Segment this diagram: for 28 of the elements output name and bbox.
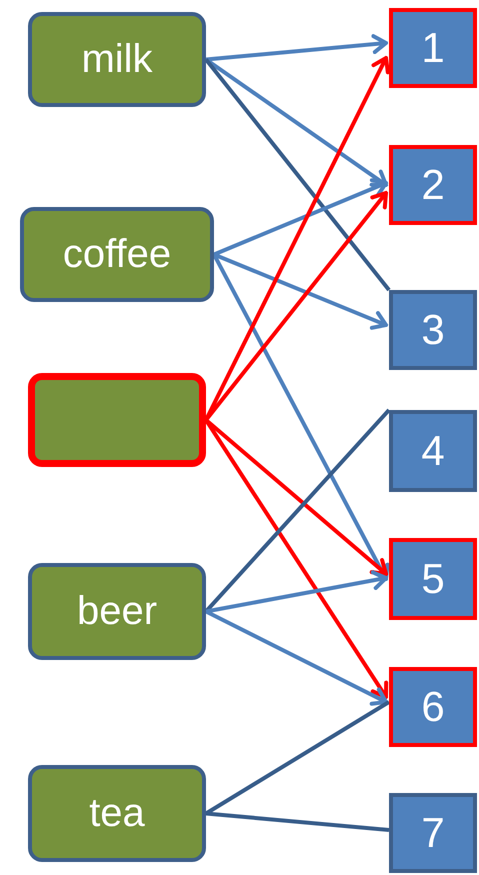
- number-box: [389, 8, 477, 88]
- node-label: milk: [81, 37, 153, 82]
- number-box: [389, 145, 477, 225]
- arrow: [213, 178, 388, 256]
- arrow: [205, 610, 388, 706]
- node-label: 4: [421, 427, 445, 475]
- number-box: [389, 410, 477, 492]
- arrow: [206, 34, 388, 62]
- number-box: [389, 793, 477, 873]
- node-label: 3: [421, 306, 445, 354]
- item-box: [28, 12, 206, 107]
- number-box: [389, 667, 477, 747]
- number-box: [389, 290, 477, 370]
- item-box: [20, 207, 214, 302]
- item-box: [28, 563, 206, 660]
- node-label: beer: [76, 589, 158, 634]
- item-box: [28, 765, 206, 862]
- arrow: [206, 570, 388, 614]
- node-label: tea: [89, 791, 145, 836]
- number-box: [389, 538, 477, 620]
- node-label: 5: [421, 555, 445, 603]
- arrow: [212, 254, 390, 581]
- node-label: 6: [421, 683, 445, 731]
- node-label: 7: [421, 809, 445, 857]
- node-label: 1: [421, 24, 445, 72]
- item-box: [28, 373, 206, 467]
- node-label: coffee: [62, 232, 172, 277]
- node-label: 2: [421, 161, 445, 209]
